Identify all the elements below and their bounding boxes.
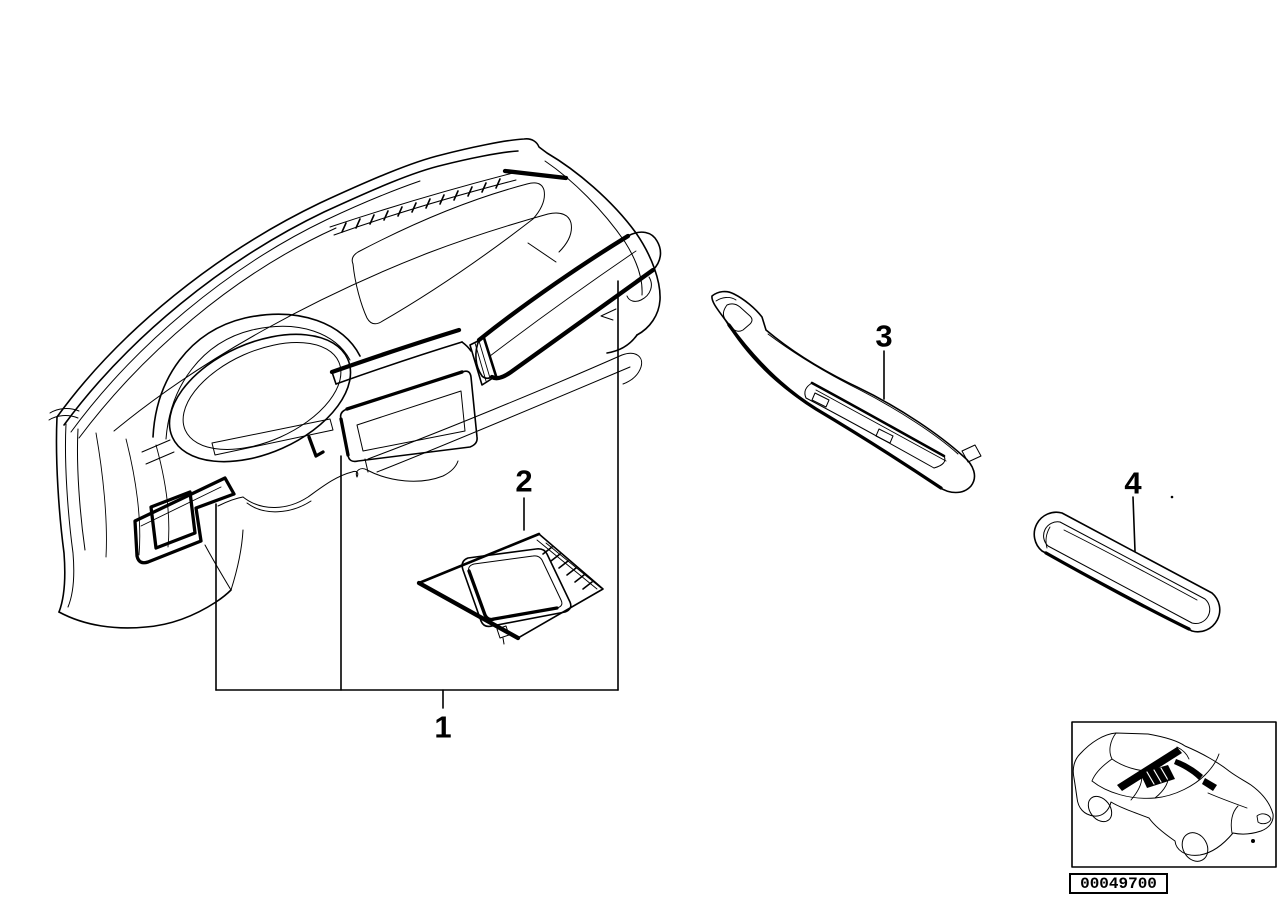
trim-location-mark-2 — [1174, 759, 1203, 780]
vehicle-thumbnail — [1071, 721, 1277, 868]
trim-location-mark-3 — [1202, 778, 1217, 791]
door-pull-trim-illustration — [711, 290, 982, 494]
diagram-number: 00049700 — [1080, 874, 1157, 893]
vent-hatching — [542, 546, 593, 590]
callout-label-4[interactable]: 4 — [1124, 465, 1142, 501]
instrument-panel-illustration — [48, 138, 662, 629]
driver-dash-trim-highlight — [133, 476, 244, 565]
center-dash-trim-highlight — [329, 327, 472, 385]
shift-trim-plate-illustration — [416, 532, 604, 645]
thumbnail-border — [1071, 721, 1277, 868]
callout-label-1[interactable]: 1 — [434, 709, 452, 745]
armrest-trim-illustration — [1033, 511, 1221, 633]
stray-dot — [1170, 495, 1174, 499]
callout-leader-lines — [215, 280, 1174, 709]
diagram-number-plate: 00049700 — [1069, 873, 1168, 894]
instrument-cluster — [141, 313, 361, 465]
leader-part4 — [1132, 496, 1136, 552]
center-stack-recess — [307, 370, 478, 463]
windshield-frame-mark — [1117, 747, 1182, 791]
passenger-dash-trim-highlight — [475, 231, 662, 381]
callout-label-3[interactable]: 3 — [875, 318, 893, 354]
callout-label-2[interactable]: 2 — [515, 463, 533, 499]
defroster-hatching — [341, 178, 501, 233]
